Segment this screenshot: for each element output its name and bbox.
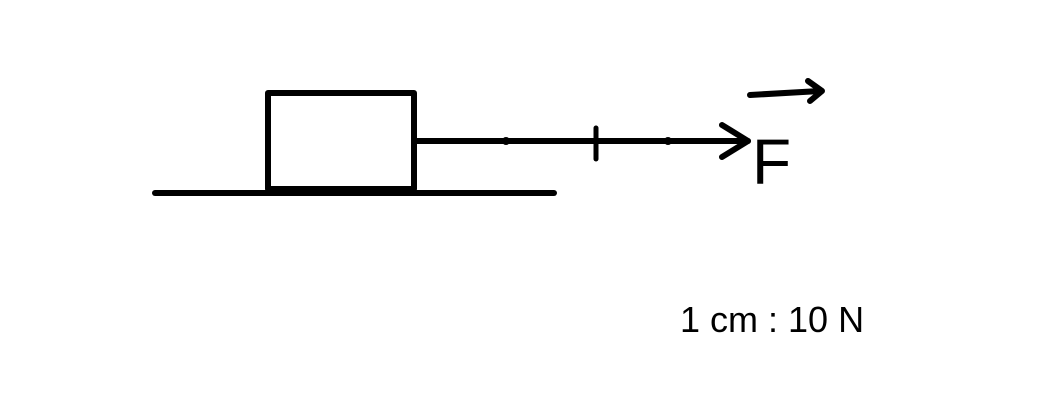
vector-arrow-shaft	[747, 88, 823, 98]
force-label: F	[752, 126, 791, 198]
scale-dot-mark	[502, 137, 510, 145]
force-arrowhead	[719, 122, 751, 160]
box	[265, 90, 417, 192]
scale-dot-mark	[664, 137, 672, 145]
vector-arrowhead	[805, 78, 825, 104]
scale-label: 1 cm : 10 N	[680, 299, 865, 340]
